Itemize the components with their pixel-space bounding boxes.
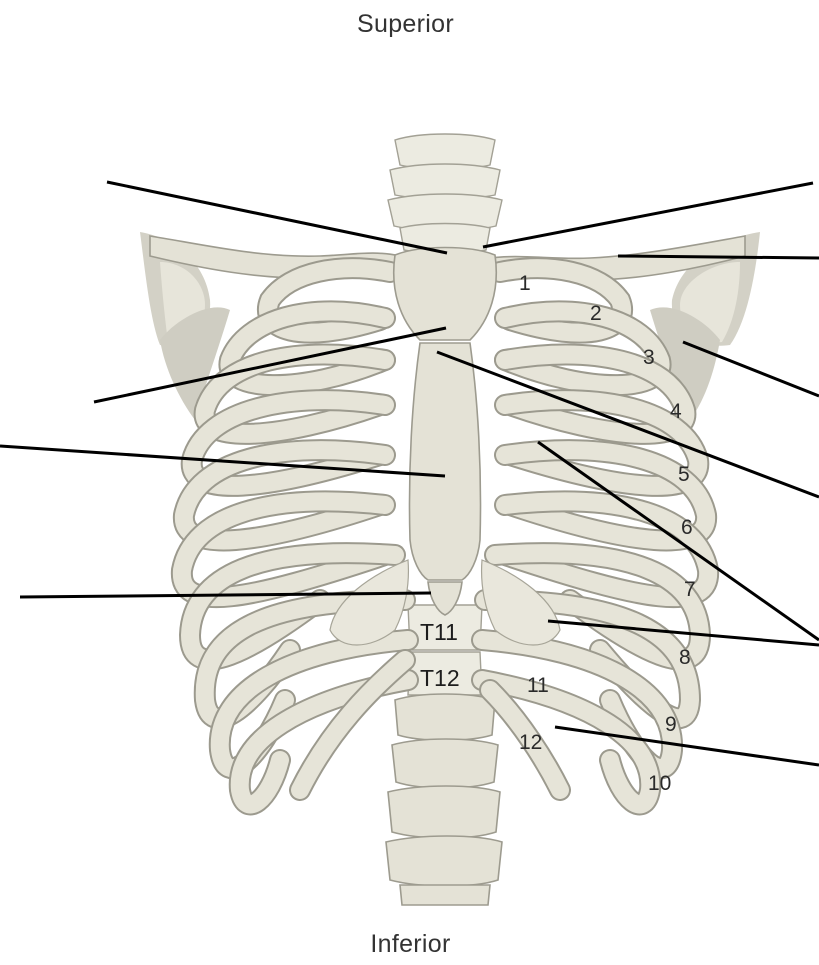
cervical-vertebrae: [388, 134, 502, 253]
leader-line-floating-ribs: [555, 727, 819, 765]
leader-line-jugular-notch-right: [483, 183, 813, 247]
sternal-body: [409, 343, 480, 580]
manubrium: [394, 248, 497, 341]
rib-number-12: 12: [519, 731, 542, 754]
vertebra-label-t11: T11: [420, 619, 458, 645]
leader-line-clavicle: [618, 256, 819, 258]
rib-number-6: 6: [681, 516, 693, 539]
rib-number-2: 2: [590, 302, 602, 325]
rib-number-1: 1: [519, 272, 531, 295]
rib-number-7: 7: [684, 578, 696, 601]
rib-number-10: 10: [648, 772, 671, 795]
rib-number-9: 9: [665, 713, 677, 736]
rib-number-3: 3: [643, 346, 655, 369]
rib-number-5: 5: [678, 463, 690, 486]
rib-number-8: 8: [679, 646, 691, 669]
rib-number-11: 11: [527, 674, 549, 697]
vertebra-label-t12: T12: [420, 665, 460, 691]
rib-number-4: 4: [670, 400, 682, 423]
leader-line-costal-cartilage: [548, 621, 819, 645]
